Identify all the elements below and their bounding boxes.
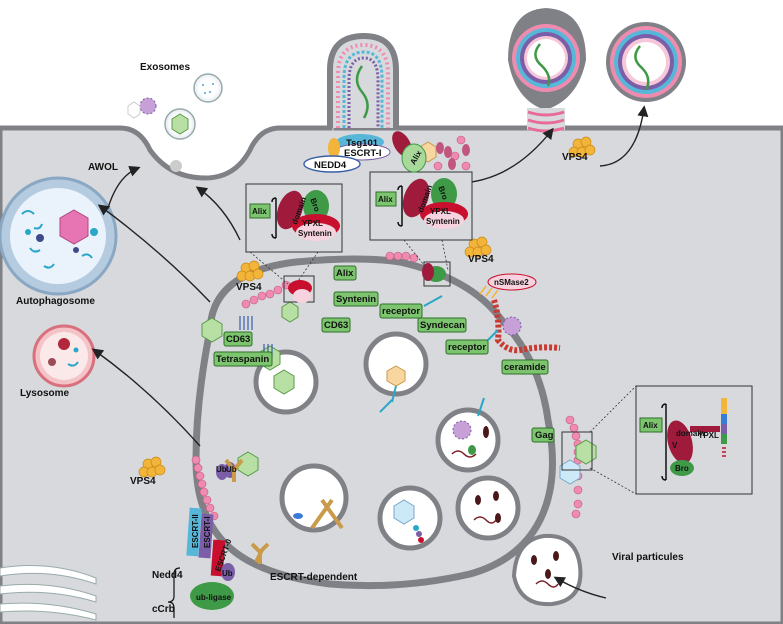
label-yyxl-3: YPXL xyxy=(698,431,719,440)
tag-nsmase2: nSMase2 xyxy=(487,273,537,291)
ceramide-membrane xyxy=(491,299,561,354)
label-yyxl-1: YPXL xyxy=(302,219,323,228)
svg-text:Syntenin: Syntenin xyxy=(336,294,376,305)
label-alix-box3: Alix xyxy=(643,421,658,430)
label-bro-2: Bro xyxy=(436,185,449,201)
label-ub-a: Ub xyxy=(216,465,227,474)
mvb-alix-syntenin xyxy=(288,263,446,303)
label-vps4-left: VPS4 xyxy=(236,282,262,293)
label-nedd4-bottom: Nedd4 xyxy=(152,570,183,581)
label-alix-box1: Alix xyxy=(252,207,267,216)
vps4-complex xyxy=(138,456,166,478)
svg-text:CD63: CD63 xyxy=(324,320,348,331)
cargo-hexagon xyxy=(201,317,223,343)
label-syntenin-1: Syntenin xyxy=(298,229,332,238)
vps4-complex xyxy=(464,236,492,258)
intraluminal-vesicle xyxy=(377,485,443,551)
label-exosomes: Exosomes xyxy=(140,62,190,73)
cargo-hexagon xyxy=(575,439,597,465)
exosome-vesicle xyxy=(193,73,223,103)
svg-text:Syndecan: Syndecan xyxy=(420,320,465,331)
tag-syntenin-mem: Syntenin xyxy=(333,291,379,307)
svg-text:receptor: receptor xyxy=(382,306,420,317)
tag-cd63-a: CD63 xyxy=(321,317,351,333)
tag-tetraspanin: Tetraspanin xyxy=(213,351,273,367)
label-ccrb: cCrb xyxy=(152,604,175,615)
arrow-viral-particules xyxy=(553,576,607,599)
label-escrt-dependent: ESCRT-dependent xyxy=(270,572,358,583)
svg-text:nSMase2: nSMase2 xyxy=(494,278,529,287)
intraluminal-vesicle xyxy=(363,331,429,403)
label-syntenin-2: Syntenin xyxy=(426,217,460,226)
tsg101-escrt-complex xyxy=(303,131,427,173)
virus-particle-icon xyxy=(502,316,522,336)
tag-gag: Gag xyxy=(531,427,555,443)
label-escrt-i-top: ESCRT-I xyxy=(344,148,381,159)
arrow-to-lysosome xyxy=(91,348,201,447)
arrow-to-autophagosome xyxy=(97,204,211,303)
tag-alix-mem: Alix xyxy=(333,265,357,281)
svg-text:Alix: Alix xyxy=(336,268,354,279)
arrow-vps4-release xyxy=(599,105,649,167)
label-domain-3: domain xyxy=(676,429,705,438)
receptor-y-shapes xyxy=(224,458,270,564)
golgi-apparatus xyxy=(0,565,97,621)
svg-text:Tetraspanin: Tetraspanin xyxy=(216,354,269,365)
tag-ceramide: ceramide xyxy=(501,359,549,375)
label-vps4-bottom: VPS4 xyxy=(130,476,156,487)
label-escrt-ii: ESCRT-II xyxy=(191,514,200,548)
label-v-3: V xyxy=(672,441,678,450)
alix-structure-2 xyxy=(397,178,468,229)
tag-cd63-b: CD63 xyxy=(223,331,253,347)
label-vps4-mid: VPS4 xyxy=(468,254,494,265)
label-ub-c: Ub xyxy=(222,569,233,578)
label-vps4-top: VPS4 xyxy=(562,152,588,163)
arrow-to-exosome-pit xyxy=(195,186,241,241)
label-lysosome: Lysosome xyxy=(20,388,70,399)
label-escrt-i: ESCRT-I xyxy=(203,516,212,548)
tag-receptor-b: receptor xyxy=(445,339,489,355)
zoom-box-alix-gag xyxy=(635,385,753,495)
label-alix-box2: Alix xyxy=(378,195,393,204)
label-awol: AWOL xyxy=(88,162,118,173)
virus-particle-icon xyxy=(139,97,157,115)
svg-text:Gag: Gag xyxy=(535,430,554,441)
alix-gag-structure xyxy=(661,398,727,481)
label-ub-b: Ub xyxy=(226,465,237,474)
vps4-complex xyxy=(236,260,264,282)
label-ub-ligase: ub-ligase xyxy=(196,593,232,602)
svg-text:receptor: receptor xyxy=(448,342,486,353)
intraluminal-vesicle xyxy=(435,397,501,473)
arrow-awol xyxy=(107,165,141,209)
tag-syndecan: Syndecan xyxy=(417,317,467,333)
label-tsg101: Tsg101 xyxy=(346,138,379,149)
label-nedd4-top: NEDD4 xyxy=(314,160,347,171)
label-bro-3: Bro xyxy=(675,464,689,473)
svg-text:CD63: CD63 xyxy=(226,334,250,345)
label-bro-1: Bro xyxy=(308,197,321,213)
cargo-hexagon xyxy=(237,451,259,477)
label-autophagosome: Autophagosome xyxy=(16,296,95,307)
vps4-complex xyxy=(568,136,596,158)
label-viral-particules: Viral particules xyxy=(612,552,684,563)
intraluminal-vesicle xyxy=(279,463,349,533)
intraluminal-vesicle xyxy=(455,475,521,541)
svg-text:ceramide: ceramide xyxy=(504,362,546,373)
tag-receptor-a: receptor xyxy=(379,303,423,319)
label-yyxl-2: YPXL xyxy=(430,207,451,216)
alix-structure-1 xyxy=(271,190,340,241)
